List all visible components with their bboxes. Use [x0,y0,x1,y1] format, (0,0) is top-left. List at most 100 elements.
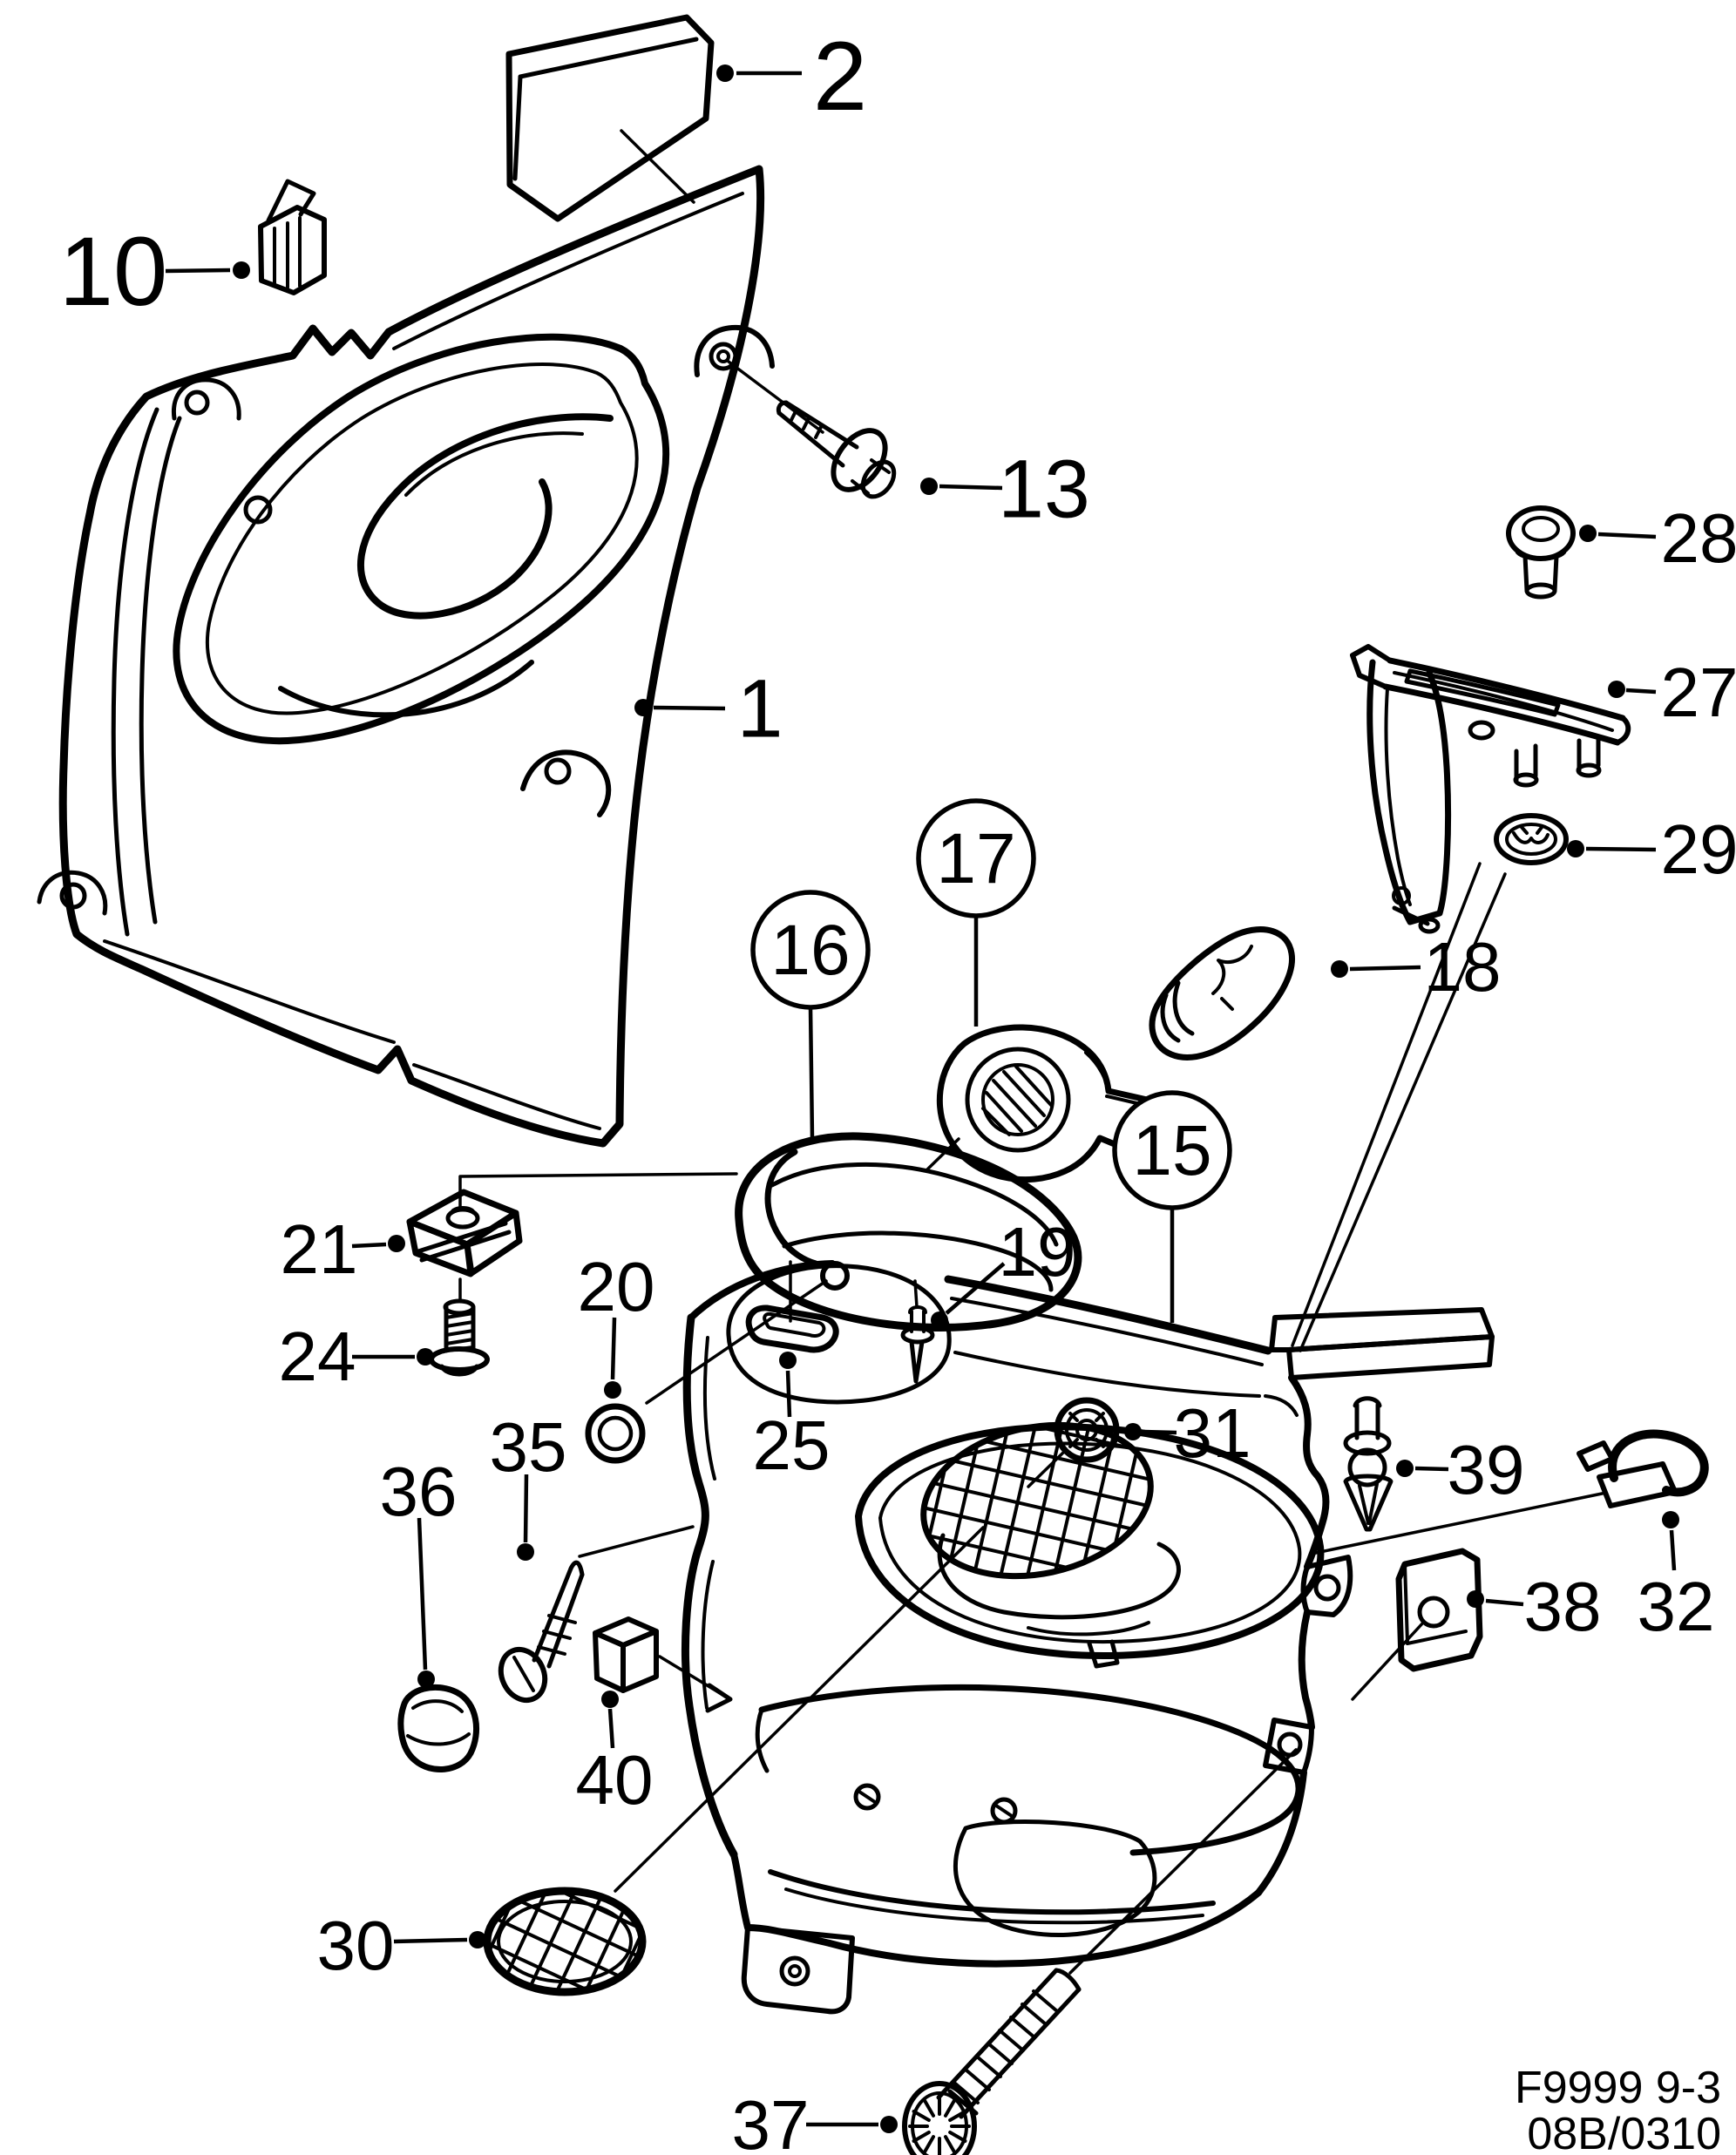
callout-36-label: 36 [380,1453,458,1530]
callout-32-leader [1669,1529,1677,1571]
callout-24: 24 [279,1318,434,1395]
callout-29-dot [1567,840,1584,857]
callout-1: 1 [634,662,783,755]
callout-32-dot [1662,1511,1679,1528]
callout-27-dot [1608,681,1625,698]
callout-28-label: 28 [1661,499,1736,577]
bulb-part18 [1149,926,1295,1061]
callout-10-label: 10 [59,217,168,326]
callout-37-dot [880,2116,898,2133]
callout-25-leader [785,1370,792,1418]
callout-21-dot [388,1235,405,1252]
callout-32-label: 32 [1638,1568,1715,1645]
balloon-16-label: 16 [770,911,850,990]
callout-40-label: 40 [576,1741,654,1819]
speaker-grille-part30 [483,1887,647,1996]
callout-20-dot [604,1381,621,1399]
rivet-part39 [1343,1396,1394,1532]
callout-30: 30 [317,1907,486,1984]
callout-27: 27 [1608,654,1736,731]
callout-39-leader [1414,1466,1449,1472]
callout-18-dot [1331,960,1348,978]
callout-31-dot [1124,1423,1142,1440]
callout-39: 39 [1396,1431,1524,1508]
balloon-17: 17 [916,798,1036,1027]
guide-screw37-to-panel [1068,1748,1298,1975]
balloon-17-circle [916,798,1036,918]
callout-40-leader [607,1708,615,1749]
callout-28-dot [1579,525,1597,542]
callout-37-label: 37 [732,2086,810,2155]
callout-1-dot [634,699,652,716]
panel15-speaker-mesh [920,1421,1154,1580]
callout-10-leader [165,268,231,274]
callout-13-dot [920,478,938,495]
quarter-trim-panel-part15 [681,1260,1495,2015]
callout-24-label: 24 [279,1318,356,1395]
grommet-part31 [1054,1397,1120,1463]
quarter-trim-panel-part1 [37,165,775,1148]
callout-29-label: 29 [1661,810,1736,888]
callout-40-dot [601,1691,619,1708]
callout-27-label: 27 [1661,654,1736,731]
callout-19-dot [931,1311,948,1329]
callout-38-leader [1485,1598,1524,1607]
guide-cuphole-to-ring20 [645,1279,828,1405]
bracket-part27 [1350,644,1631,934]
callout-1-label: 1 [737,662,783,755]
balloon-15-circle [1112,1090,1232,1210]
guide-block2-to-panel [620,129,695,204]
guide-clipnut21-axis [458,1172,738,1210]
callout-25-dot [779,1352,797,1369]
callout-31-label: 31 [1174,1394,1251,1472]
callout-21-label: 21 [281,1210,358,1288]
guide-clip32-to-panel [1314,1491,1608,1555]
callout-18: 18 [1331,928,1501,1006]
callout-2-dot [716,64,734,82]
callout-35: 35 [490,1408,567,1561]
callout-28-leader [1597,532,1657,539]
callout-24-dot [417,1348,434,1366]
guide-bracket-wedge-a [1291,862,1482,1347]
callout-27-leader [1625,688,1657,695]
panel1-pocket [357,413,614,620]
balloon-15: 15 [1112,1090,1232,1323]
callout-18-leader [1349,965,1421,972]
balloon-16-circle [750,890,871,1010]
callout-29-leader [1585,846,1657,852]
callout-10-dot [233,261,250,279]
screw-part13 [776,400,897,499]
guide-grille30-to-panel [614,1526,985,1893]
guide-hole-to-screw13 [727,360,824,434]
pin-part19 [900,1305,935,1384]
guide-cup-to-pin19 [913,1279,919,1309]
callout-36-dot [417,1670,435,1688]
callout-25: 25 [753,1352,830,1484]
foam-pad-part2 [505,14,715,222]
clip-nut-part21 [406,1189,523,1277]
screw-part24 [429,1298,490,1377]
callout-35-label: 35 [490,1408,567,1486]
screw37-torx-spokes [908,2095,971,2155]
fastener-disc-part29 [1494,813,1569,865]
callout-35-dot [517,1543,534,1561]
callout-37: 37 [732,2086,898,2155]
callout-36: 36 [380,1453,458,1688]
callout-38: 38 [1467,1568,1601,1645]
callout-39-dot [1396,1460,1414,1477]
callout-2-label: 2 [813,22,867,131]
ring-part20 [585,1403,646,1464]
clip-part10 [258,179,327,295]
balloon-16: 16 [750,890,871,1139]
cable-clip-part32 [1577,1429,1709,1508]
callout-36-leader [417,1517,428,1670]
guide-pad38-to-panel [1351,1620,1426,1701]
callout-31: 31 [1124,1394,1251,1472]
slot-part25 [745,1305,839,1353]
callout-30-leader [393,1937,468,1944]
callout-21: 21 [281,1210,405,1288]
callout-30-label: 30 [317,1907,395,1984]
long-screw-part37 [902,1968,1082,2155]
push-pin-part35 [498,1560,585,1704]
footer-code-line2: 08B/0310 [1527,2109,1721,2155]
